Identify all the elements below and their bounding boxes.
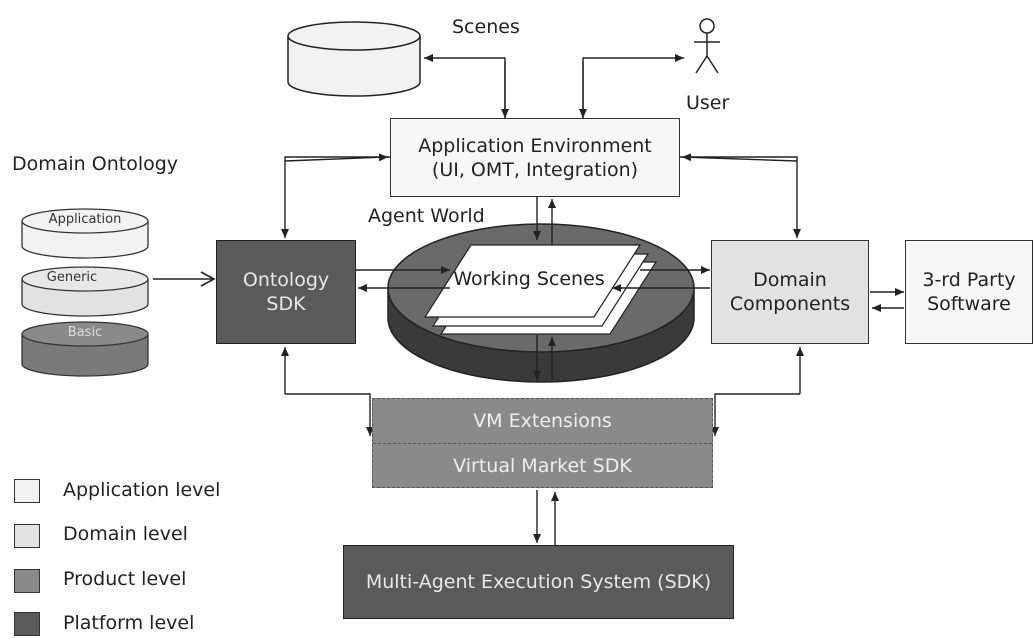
third-party-software-box: 3-rd Party Software bbox=[905, 240, 1033, 344]
multi-agent-execution-text: Multi-Agent Execution System (SDK) bbox=[365, 571, 712, 593]
ontology-generic-cylinder bbox=[21, 266, 149, 317]
ontology-generic-label: Generic bbox=[46, 270, 98, 285]
legend-label-application: Application level bbox=[63, 479, 221, 501]
user-icon bbox=[694, 18, 720, 74]
working-scenes-sheets bbox=[423, 244, 658, 335]
legend-label-platform: Platform level bbox=[63, 612, 195, 634]
legend-label-domain: Domain level bbox=[63, 523, 188, 545]
scenes-label: Scenes bbox=[452, 16, 520, 38]
ontology-basic-label: Basic bbox=[67, 325, 103, 340]
ontology-application-label: Application bbox=[48, 212, 122, 227]
legend-label-product: Product level bbox=[63, 568, 187, 590]
working-scenes-label: Working Scenes bbox=[453, 268, 605, 290]
application-environment-text: Application Environment (UI, OMT, Integr… bbox=[418, 134, 652, 181]
virtual-market-sdk-text: Virtual Market SDK bbox=[453, 454, 632, 477]
ontology-sdk-box: Ontology SDK bbox=[216, 240, 356, 344]
legend-swatch-product bbox=[14, 569, 40, 593]
ontology-basic-cylinder bbox=[21, 321, 149, 377]
legend-swatch-application bbox=[14, 479, 40, 503]
application-environment-box: Application Environment (UI, OMT, Integr… bbox=[390, 118, 680, 197]
ontology-application-cylinder bbox=[21, 208, 149, 259]
legend-swatch-domain bbox=[14, 524, 40, 548]
domain-components-box: Domain Components bbox=[711, 240, 869, 344]
ontology-sdk-text: Ontology SDK bbox=[242, 269, 330, 315]
third-party-software-text: 3-rd Party Software bbox=[922, 269, 1016, 315]
scenes-database-icon bbox=[287, 21, 421, 97]
multi-agent-execution-box: Multi-Agent Execution System (SDK) bbox=[343, 545, 734, 619]
domain-components-text: Domain Components bbox=[729, 269, 851, 315]
virtual-market-block: VM Extensions Virtual Market SDK bbox=[372, 398, 713, 488]
domain-ontology-label: Domain Ontology bbox=[12, 153, 179, 175]
agent-world-label: Agent World bbox=[368, 205, 485, 227]
connectors bbox=[153, 54, 904, 545]
legend-swatch-platform bbox=[14, 612, 40, 636]
vm-extensions-text: VM Extensions bbox=[373, 399, 712, 444]
user-label: User bbox=[686, 92, 730, 114]
